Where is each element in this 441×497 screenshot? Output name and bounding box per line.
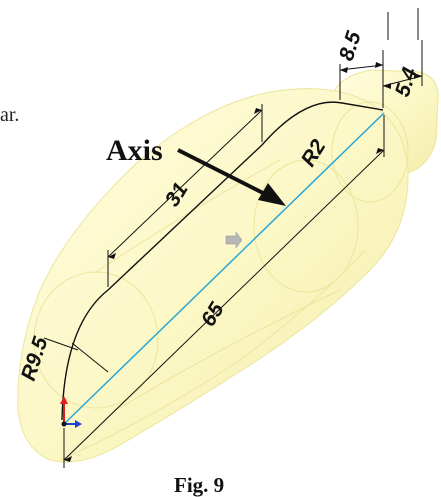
- axis-callout-arrowhead: [258, 183, 286, 206]
- dimension-arrowheads: [64, 62, 422, 462]
- gray-direction-arrow-icon: [225, 231, 243, 249]
- axis-callout-label: Axis: [106, 134, 163, 167]
- profile-arc-r2: [261, 101, 343, 146]
- axis-callout: Axis: [106, 134, 286, 206]
- bottle-main-body: [17, 88, 409, 463]
- origin-triad-icon: [60, 396, 82, 428]
- axis-callout-arrow-shaft: [177, 148, 266, 196]
- figure-caption: Fig. 9: [174, 473, 224, 497]
- profile-line-neck: [341, 102, 384, 111]
- bottle-body: [17, 69, 439, 463]
- profile-line-mid: [107, 144, 263, 291]
- clipped-text-fragment: ar.: [0, 104, 19, 126]
- revolve-axis-line: [63, 112, 385, 425]
- dim-label-8-5: 8.5: [335, 28, 366, 63]
